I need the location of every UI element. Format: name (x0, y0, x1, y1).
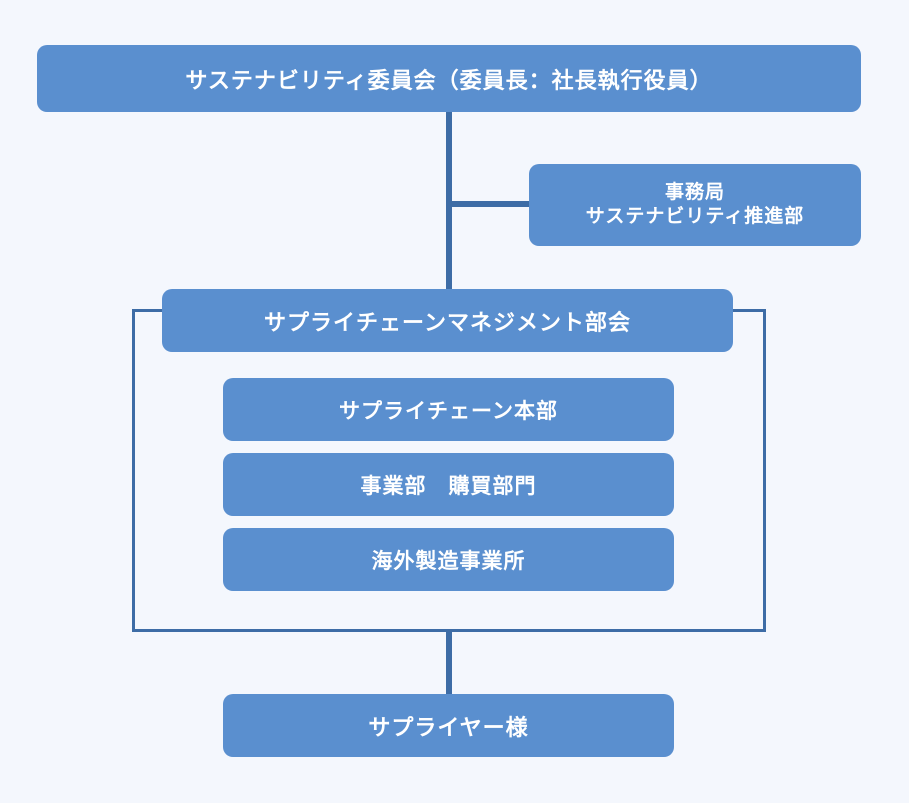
secretariat-department: サステナビリティ推進部 (585, 205, 805, 227)
member-label: 海外製造事業所 (371, 548, 526, 573)
member-box-overseas-plants: 海外製造事業所 (223, 528, 674, 591)
sustainability-committee-label: サステナビリティ委員会（委員長：社長執行役員） (185, 68, 713, 94)
suppliers-label: サプライヤー様 (368, 715, 529, 741)
connector-secretariat (449, 201, 531, 207)
secretariat-box: 事務局 サステナビリティ推進部 (529, 164, 861, 246)
sustainability-committee-box: サステナビリティ委員会（委員長：社長執行役員） (37, 45, 861, 112)
secretariat-title: 事務局 (664, 181, 725, 204)
member-box-supply-chain-hq: サプライチェーン本部 (223, 378, 674, 441)
suppliers-box: サプライヤー様 (223, 694, 674, 757)
supply-chain-committee-box: サプライチェーンマネジメント部会 (162, 289, 733, 352)
member-label: 事業部 購買部門 (360, 473, 537, 498)
connector-suppliers (446, 629, 452, 696)
member-box-purchasing: 事業部 購買部門 (223, 453, 674, 516)
member-label: サプライチェーン本部 (339, 398, 558, 423)
supply-chain-committee-label: サプライチェーンマネジメント部会 (264, 310, 631, 336)
